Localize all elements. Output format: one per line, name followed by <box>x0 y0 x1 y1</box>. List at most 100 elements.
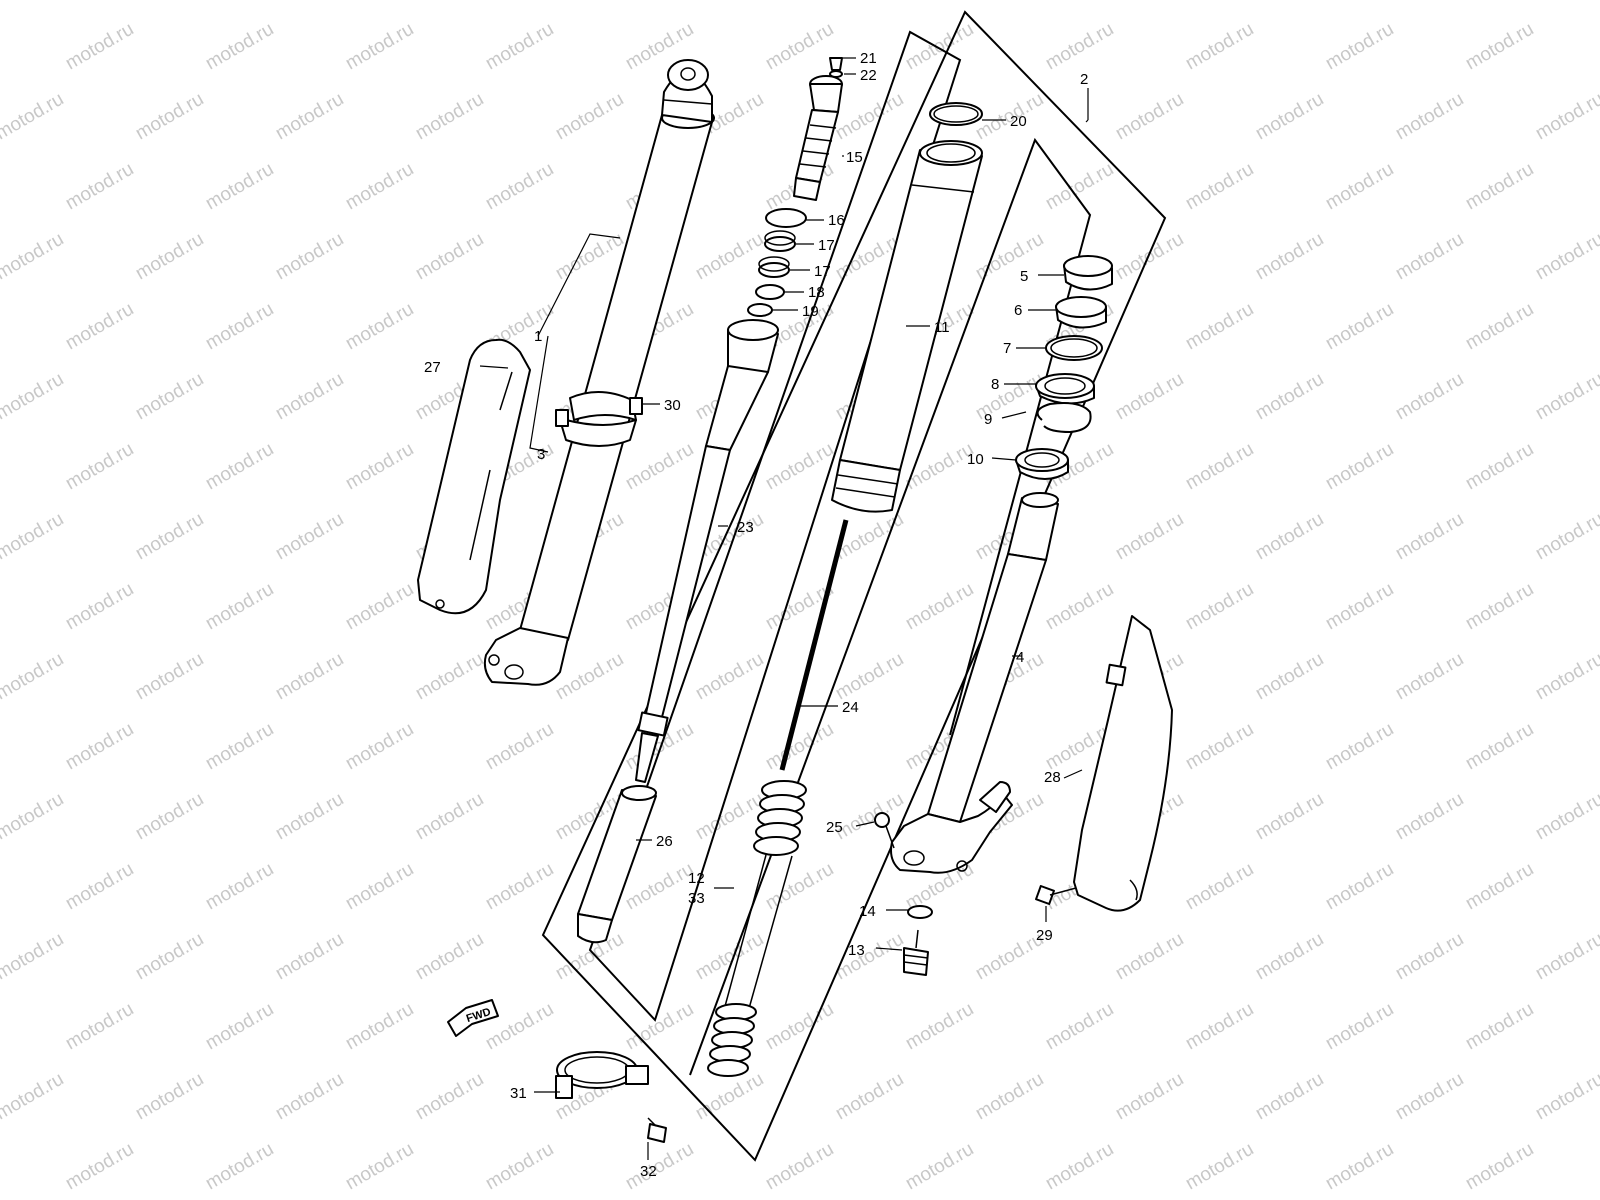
watermark-text: motod.ru <box>762 439 837 495</box>
label-23: 23 <box>737 519 754 536</box>
bushing-6 <box>1055 296 1107 329</box>
dust-seal-10 <box>1015 448 1069 480</box>
watermark-text: motod.ru <box>1532 789 1600 845</box>
watermark-text: motod.ru <box>0 509 67 565</box>
bleed-bolt-25 <box>874 812 895 849</box>
label-32: 32 <box>640 1163 657 1180</box>
washer-7-inner <box>1050 338 1098 358</box>
label-18: 18 <box>808 284 825 301</box>
cap-assembly-15 <box>793 75 843 201</box>
watermark-text: motod.ru <box>1462 859 1537 915</box>
label-9: 9 <box>984 411 992 428</box>
inner-tube-11 <box>831 140 983 513</box>
watermark-text: motod.ru <box>1182 859 1257 915</box>
watermark-text: motod.ru <box>762 19 837 75</box>
watermark-text: motod.ru <box>902 1139 977 1195</box>
watermark-text: motod.ru <box>1182 719 1257 775</box>
watermark-text: motod.ru <box>272 89 347 145</box>
watermark-text: motod.ru <box>412 929 487 985</box>
watermark-text: motod.ru <box>1252 369 1327 425</box>
watermark-text: motod.ru <box>692 929 767 985</box>
watermark-text: motod.ru <box>202 999 277 1055</box>
o-ring-16 <box>765 208 807 228</box>
watermark-text: motod.ru <box>1182 999 1257 1055</box>
label-17a: 17 <box>818 237 835 254</box>
watermark-text: motod.ru <box>1392 509 1467 565</box>
watermark-text: motod.ru <box>1182 439 1257 495</box>
watermark-text: motod.ru <box>1042 1139 1117 1195</box>
watermark-text: motod.ru <box>1322 859 1397 915</box>
watermark-text: motod.ru <box>62 1139 137 1195</box>
watermark-text: motod.ru <box>1532 89 1600 145</box>
watermark-text: motod.ru <box>902 579 977 635</box>
watermark-text: motod.ru <box>132 89 207 145</box>
watermark-text: motod.ru <box>412 1069 487 1125</box>
watermark-text: motod.ru <box>832 1069 907 1125</box>
watermark-text: motod.ru <box>1042 19 1117 75</box>
label-10: 10 <box>967 451 984 468</box>
watermark-text: motod.ru <box>1462 299 1537 355</box>
watermark-text: motod.ru <box>342 299 417 355</box>
clamp-30 <box>555 390 643 447</box>
label-26: 26 <box>656 833 673 850</box>
bolt-32 <box>647 1117 667 1143</box>
watermark-text: motod.ru <box>62 159 137 215</box>
watermark-text: motod.ru <box>62 859 137 915</box>
watermark-text: motod.ru <box>1042 159 1117 215</box>
watermark-text: motod.ru <box>1532 229 1600 285</box>
label-6: 6 <box>1014 302 1022 319</box>
watermark-text: motod.ru <box>1112 509 1187 565</box>
lower-clamp-31 <box>555 1051 649 1099</box>
watermark-text: motod.ru <box>1322 299 1397 355</box>
watermark-text: motod.ru <box>1322 999 1397 1055</box>
watermark-text: motod.ru <box>1532 649 1600 705</box>
watermark-text: motod.ru <box>1252 509 1327 565</box>
label-25: 25 <box>826 819 843 836</box>
label-4: 4 <box>1016 649 1024 666</box>
watermark-text: motod.ru <box>482 159 557 215</box>
watermark-text: motod.ru <box>1042 579 1117 635</box>
label-17b: 17 <box>814 263 831 280</box>
watermark-text: motod.ru <box>692 1069 767 1125</box>
watermark-text: motod.ru <box>1112 229 1187 285</box>
cartridge-23 <box>635 319 779 783</box>
watermark-text: motod.ru <box>622 859 697 915</box>
watermark-text: motod.ru <box>132 369 207 425</box>
watermark-text: motod.ru <box>1252 89 1327 145</box>
watermark-text: motod.ru <box>342 719 417 775</box>
assembly-frame-inner <box>588 30 962 1022</box>
label-31: 31 <box>510 1085 527 1102</box>
label-8: 8 <box>991 376 999 393</box>
fwd-direction-badge: FWD <box>447 999 499 1037</box>
watermark-text: motod.ru <box>1462 19 1537 75</box>
watermark-text: motod.ru <box>482 19 557 75</box>
label-20: 20 <box>1010 113 1027 130</box>
watermark-text: motod.ru <box>1392 789 1467 845</box>
watermark-text: motod.ru <box>552 89 627 145</box>
watermark-text: motod.ru <box>1112 369 1187 425</box>
bushing-5 <box>1063 255 1113 291</box>
watermark-text: motod.ru <box>1392 229 1467 285</box>
watermark-text: motod.ru <box>62 579 137 635</box>
label-16: 16 <box>828 212 845 229</box>
watermark-text: motod.ru <box>62 999 137 1055</box>
watermark-text: motod.ru <box>1182 159 1257 215</box>
ring-18 <box>755 284 785 300</box>
watermark-text: motod.ru <box>62 19 137 75</box>
watermark-text: motod.ru <box>762 719 837 775</box>
watermark-text: motod.ru <box>1252 649 1327 705</box>
watermark-text: motod.ru <box>272 929 347 985</box>
watermark-text: motod.ru <box>1252 229 1327 285</box>
watermark-text: motod.ru <box>1182 579 1257 635</box>
watermark-text: motod.ru <box>972 1069 1047 1125</box>
lower-slider-4 <box>890 492 1059 874</box>
watermark-text: motod.ru <box>0 229 67 285</box>
watermark-text: motod.ru <box>202 859 277 915</box>
watermark-text: motod.ru <box>202 439 277 495</box>
watermark-text: motod.ru <box>132 509 207 565</box>
label-21: 21 <box>860 50 877 67</box>
watermark-text: motod.ru <box>1392 929 1467 985</box>
watermark-text: motod.ru <box>692 789 767 845</box>
watermark-text: motod.ru <box>272 1069 347 1125</box>
